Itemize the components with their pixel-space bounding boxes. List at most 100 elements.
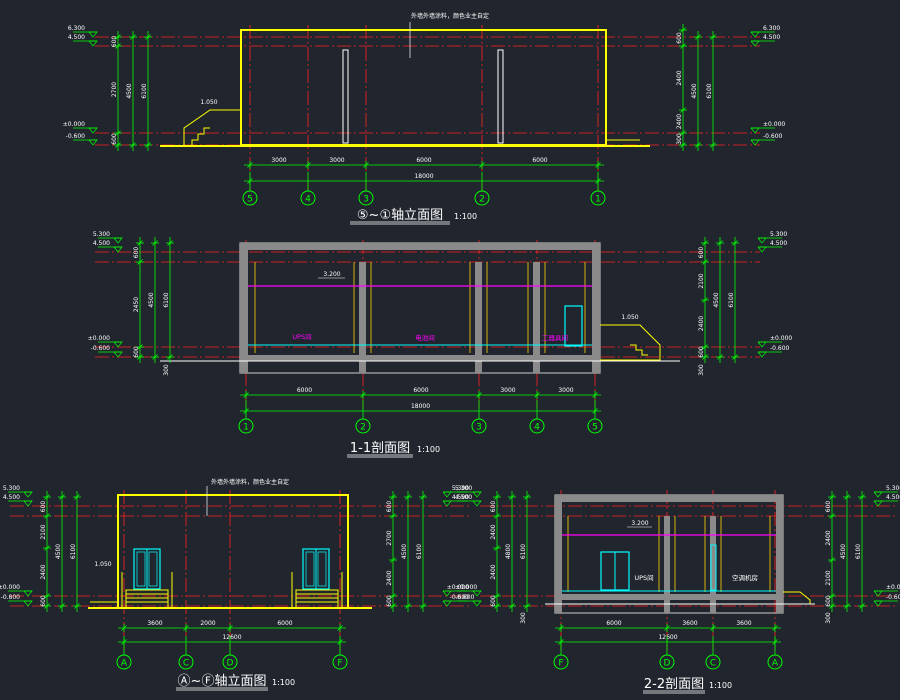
sec2-vr-text: 2100: [825, 570, 832, 585]
sec2-vl-text: 2400: [490, 564, 497, 579]
stair-level: 1.050: [200, 99, 217, 106]
elev1-vl-text: 600: [111, 133, 118, 145]
axis-label: C: [710, 659, 716, 669]
ceiling-level: 3.200: [631, 520, 648, 527]
sec1-vl3-text: 6100: [163, 292, 170, 307]
sec2-vl3-text: 6100: [520, 544, 527, 559]
window-strip: [497, 49, 504, 144]
sec1-vr-text: 2100: [698, 273, 705, 288]
elev1-dim-text: 6000: [416, 157, 431, 164]
elev1-vl2-text: 4500: [126, 83, 133, 98]
level-text: -0.600: [66, 133, 86, 140]
sec2-vr-text: 2400: [825, 530, 832, 545]
axis-label: 4: [305, 195, 311, 205]
dim-text: 300: [163, 364, 170, 376]
sec2-total-text: 12600: [658, 634, 677, 641]
axis-label: 1: [243, 423, 249, 433]
level-text: 4.500: [886, 494, 900, 501]
level-text: -0.600: [886, 594, 900, 601]
section-1-1: 3.200 1.050 UPS间 电池间 工器具间: [95, 240, 760, 410]
sec1-dim-text: 6000: [413, 387, 428, 394]
elev2-vr-text: 2400: [386, 570, 393, 585]
sec2-vr-text: 600: [825, 595, 832, 607]
elev2-dim-text: 3600: [147, 620, 162, 627]
level-text: 5.300: [3, 485, 20, 492]
level-text: 4.500: [455, 494, 472, 501]
axis-lines: [123, 490, 341, 650]
wall-right: [776, 495, 783, 613]
elev2-vr3-text: 6100: [416, 544, 423, 559]
elev1-vr2-text: 4500: [691, 83, 698, 98]
sec1-vl-text: 600: [133, 247, 140, 259]
ceiling-level: 3.200: [323, 271, 340, 278]
door-right: [302, 548, 330, 590]
column: [359, 262, 366, 373]
pillar-lines: [254, 262, 586, 353]
sec2-vl-text: 600: [490, 595, 497, 607]
level-text: 4.500: [68, 34, 85, 41]
room-label: 电池间: [415, 333, 435, 342]
sec1-vr2-text: 4500: [713, 292, 720, 307]
level-text: -0.600: [450, 594, 470, 601]
level-text: ±0.000: [770, 335, 792, 342]
axis-label: 5: [592, 423, 598, 433]
stair-level: 1.050: [621, 314, 638, 321]
sec1-dim-text: 6000: [297, 387, 312, 394]
room-label: UPS间: [634, 574, 653, 582]
section-2-2: 3.200 UPS间 空调机房: [480, 490, 895, 650]
axis-label: D: [227, 659, 234, 669]
elev1-vr-text: 2400: [676, 114, 683, 129]
sec1-vl-text: 600: [133, 346, 140, 358]
sec2-dim-text: 3600: [682, 620, 697, 627]
elev2-vl-text: 2400: [40, 564, 47, 579]
room-label: UPS间: [292, 333, 311, 341]
level-text: 4.500: [452, 494, 469, 501]
axis-label: A: [121, 659, 128, 669]
sec1-vr-text: 600: [698, 346, 705, 358]
level-text: -0.600: [770, 345, 790, 352]
elev1-vr3-text: 6100: [706, 83, 713, 98]
elev2-vr-text: 2700: [386, 530, 393, 545]
dim-text: 300: [698, 364, 705, 376]
door: [600, 551, 630, 591]
stair-steps: [191, 127, 210, 146]
elev2-dim-text: 6000: [277, 620, 292, 627]
elev2-vr-text: 600: [386, 595, 393, 607]
sec2-dim-text: 3600: [736, 620, 751, 627]
level-text: 5.300: [455, 485, 472, 492]
level-text: -0.800: [1, 594, 21, 601]
drawing-scale: 1:100: [272, 678, 295, 687]
note-text: 外墙外墙涂料，颜色业主自定: [211, 478, 289, 486]
axis-label: A: [772, 659, 779, 669]
elev2-vl-text: 2100: [40, 524, 47, 539]
axis-label: 2: [479, 195, 485, 205]
entry-steps: [90, 572, 343, 609]
sec1-vl2-text: 4500: [148, 292, 155, 307]
elev2-total-text: 12600: [222, 634, 241, 641]
window-section: [710, 544, 717, 591]
level-text: ±0.000: [447, 584, 469, 591]
drawing-title: ⑤~①轴立面图: [357, 208, 443, 223]
axis-label: F: [558, 659, 563, 669]
column: [710, 516, 716, 613]
elev2-dim-text: 2000: [200, 620, 215, 627]
elev1-vl-text: 2700: [111, 82, 118, 97]
dim-text: 300: [520, 612, 527, 624]
sec2-vl2-text: 4800: [505, 544, 512, 559]
column: [664, 516, 670, 613]
pillar-lines: [567, 516, 771, 592]
note-text: 外墙外墙涂料，颜色业主自定: [411, 12, 489, 20]
level-text: 4.500: [763, 34, 780, 41]
axis-label: 3: [476, 423, 482, 433]
level-text: -0.600: [763, 133, 783, 140]
sec2-vr3-text: 6100: [855, 544, 862, 559]
elev1-total-text: 18000: [414, 173, 433, 180]
level-text: -0.600: [455, 594, 475, 601]
level-text: 4.500: [770, 240, 787, 247]
wall-left: [240, 243, 248, 373]
level-text: ±0.000: [0, 584, 20, 591]
level-text: 6.300: [68, 25, 85, 32]
level-text: ±0.000: [455, 584, 477, 591]
elev1-vr-text: 600: [676, 32, 683, 44]
